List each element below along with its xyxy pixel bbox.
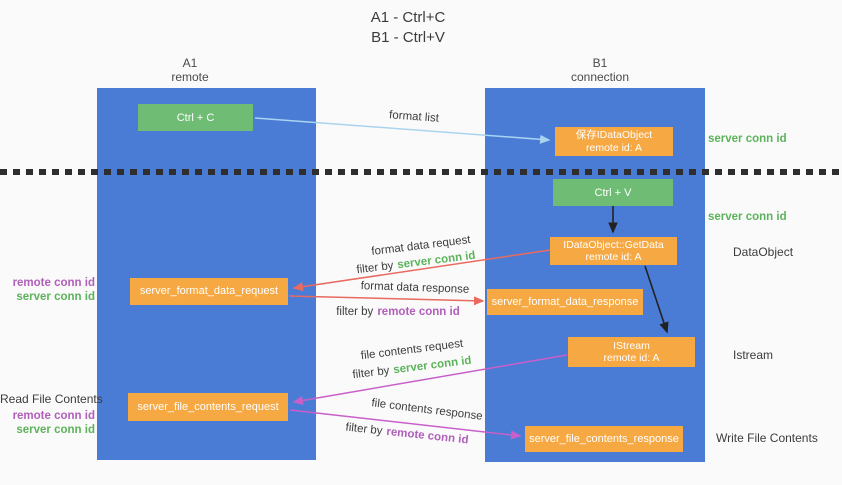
label-server-conn-id-left-bottom: server conn id <box>16 424 95 436</box>
server-conn-id-text: server conn id <box>392 354 473 377</box>
label-format-data-response: format data response <box>360 280 470 296</box>
format-data-response-arrow <box>288 295 485 306</box>
dashed-separator <box>0 169 842 175</box>
node-server-file-contents-response: server_file_contents_response <box>525 426 683 452</box>
lane-header-a1: A1 remote <box>171 56 208 84</box>
lane-b1-name: B1 <box>592 56 608 70</box>
label-server-conn-id-right-mid: server conn id <box>708 211 787 223</box>
node-server-file-contents-request: server_file_contents_request <box>128 393 288 421</box>
label-istream: Istream <box>733 348 774 362</box>
label-read-file-contents: Read File Contents <box>0 392 103 406</box>
label-remote-conn-id-left-top: remote conn id <box>12 277 95 289</box>
label-server-conn-id-left-top: server conn id <box>16 291 95 303</box>
node-ctrl-c: Ctrl + C <box>138 104 253 131</box>
label-file-contents-response: file contents response <box>370 397 484 423</box>
node-ctrl-c-label: Ctrl + C <box>176 111 215 124</box>
node-server-format-data-request: server_format_data_request <box>130 278 288 305</box>
lane-b1-role: connection <box>570 70 630 84</box>
lane-a1-role: remote <box>171 70 209 84</box>
node-file-req-label: server_file_contents_request <box>137 400 279 413</box>
node-ctrl-v-label: Ctrl + V <box>594 186 632 199</box>
node-save-idataobject: 保存IDataObject remote id: A <box>555 127 673 156</box>
node-save-line1: 保存IDataObject <box>575 129 653 141</box>
diagram-title: A1 - Ctrl+C B1 - Ctrl+V <box>371 8 446 48</box>
node-file-res-label: server_file_contents_response <box>529 432 679 445</box>
node-getdata-line1: IDataObject::GetData <box>563 238 664 251</box>
filter-by-text: filter by <box>336 306 374 318</box>
node-istream: IStream remote id: A <box>568 337 695 367</box>
remote-conn-id-text: remote conn id <box>377 306 460 318</box>
node-server-format-data-response: server_format_data_response <box>487 289 643 315</box>
remote-conn-id-text: remote conn id <box>385 425 470 447</box>
node-istream-line1: IStream <box>613 339 650 352</box>
lane-a1-name: A1 <box>182 56 198 70</box>
node-format-res-label: server_format_data_response <box>491 295 639 308</box>
lane-header-b1: B1 connection <box>571 56 629 84</box>
label-remote-conn-id-left-bottom: remote conn id <box>12 410 95 422</box>
filter-by-text: filter by <box>351 364 391 382</box>
node-idataobject-getdata: IDataObject::GetData remote id: A <box>550 237 677 265</box>
node-istream-line2: remote id: A <box>603 352 660 364</box>
filter-by-text: filter by <box>344 421 384 438</box>
title-line-2: B1 - Ctrl+V <box>371 29 445 46</box>
label-format-list: format list <box>388 109 440 125</box>
node-getdata-line2: remote id: A <box>585 251 642 263</box>
title-line-1: A1 - Ctrl+C <box>370 9 446 26</box>
label-dataobject: DataObject <box>733 245 794 259</box>
node-ctrl-v: Ctrl + V <box>553 179 673 206</box>
label-server-conn-id-right-top: server conn id <box>708 133 787 145</box>
node-format-req-label: server_format_data_request <box>139 285 279 298</box>
label-write-file-contents: Write File Contents <box>716 431 818 445</box>
filter-by-text: filter by <box>355 259 395 277</box>
node-save-line2: remote id: A <box>585 141 643 154</box>
